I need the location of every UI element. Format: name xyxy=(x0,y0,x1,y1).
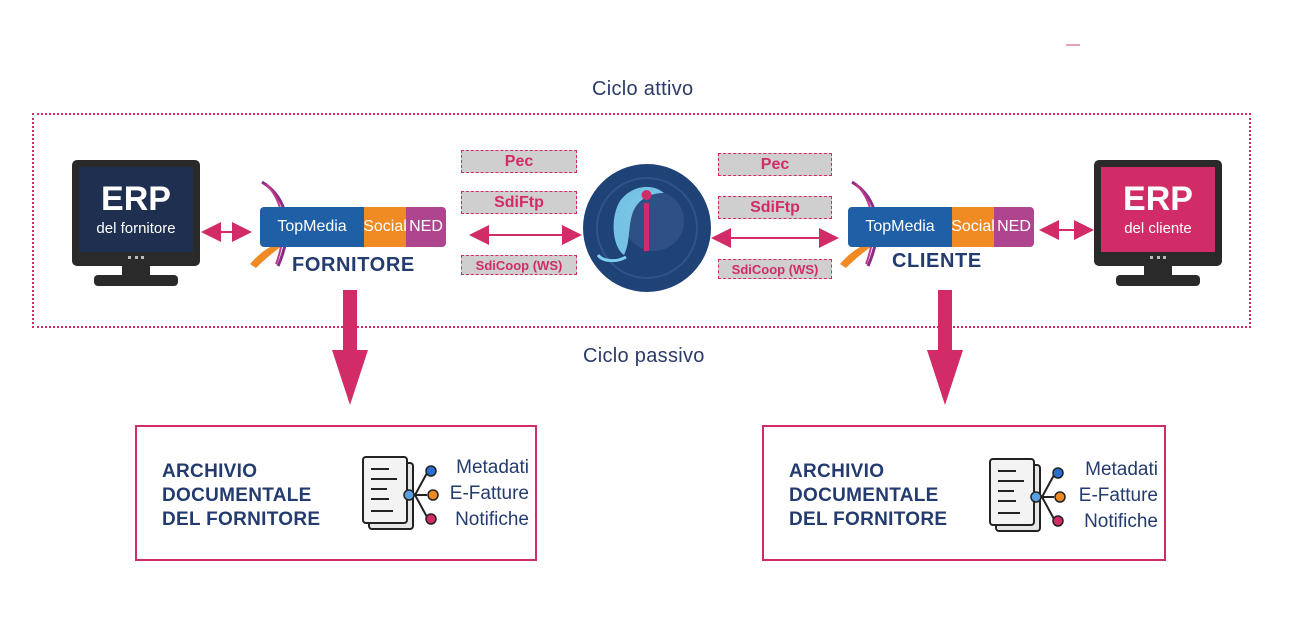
document-network-icon xyxy=(362,456,439,530)
monitor-dots xyxy=(128,256,144,263)
archive-title-line3: DEL FORNITORE xyxy=(162,509,321,530)
archive-item-efatture: E-Fatture xyxy=(1078,485,1158,506)
document-network-icon xyxy=(989,458,1066,532)
brand-social: Social xyxy=(951,207,995,247)
brand-bar: TopMedia Social NED xyxy=(260,207,446,247)
archive-title-line1: ARCHIVIO xyxy=(162,461,258,482)
protocol-right-pec: Pec xyxy=(718,153,832,176)
protocol-right-sdicoop: SdiCoop (WS) xyxy=(718,259,832,279)
active-cycle-frame xyxy=(32,113,1251,328)
archive-title-line1: ARCHIVIO xyxy=(789,461,885,482)
down-arrow-right-shaft xyxy=(938,290,952,352)
client-erp-monitor: ERP del cliente xyxy=(1094,160,1222,288)
archive-item-metadati: Metadati xyxy=(1085,459,1158,480)
archive-item-metadati: Metadati xyxy=(456,457,529,478)
brand-ned: NED xyxy=(406,207,446,247)
brand-social: Social xyxy=(363,207,407,247)
archive-title: ARCHIVIO DOCUMENTALE DEL FORNITORE xyxy=(789,460,947,532)
client-erp-screen: ERP del cliente xyxy=(1101,167,1215,252)
brand-topmedia: TopMedia xyxy=(260,207,364,247)
monitor-base xyxy=(94,275,178,286)
supplier-erp-subtitle: del fornitore xyxy=(96,220,176,237)
label-ciclo-attivo: Ciclo attivo xyxy=(592,78,694,100)
protocol-right-sdiftp: SdiFtp xyxy=(718,196,832,219)
archive-title-line2: DOCUMENTALE xyxy=(789,485,939,506)
brand-ned: NED xyxy=(994,207,1034,247)
archive-box-left: ARCHIVIO DOCUMENTALE DEL FORNITORE Metad… xyxy=(135,425,537,561)
down-arrow-left-shaft xyxy=(343,290,357,352)
monitor-dots xyxy=(1150,256,1166,263)
archive-items: Metadati E-Fatture Notifiche xyxy=(450,455,529,533)
archive-items: Metadati E-Fatture Notifiche xyxy=(1079,457,1158,535)
archive-item-notifiche: Notifiche xyxy=(1084,511,1158,532)
decorative-mark xyxy=(1066,44,1080,46)
archive-title-line2: DOCUMENTALE xyxy=(162,485,312,506)
protocol-left-sdiftp: SdiFtp xyxy=(461,191,577,214)
archive-title: ARCHIVIO DOCUMENTALE DEL FORNITORE xyxy=(162,460,320,532)
archive-box-right: ARCHIVIO DOCUMENTALE DEL FORNITORE Metad… xyxy=(762,425,1166,561)
supplier-topmedia-logo: TopMedia Social NED FORNITORE xyxy=(248,180,448,276)
down-arrow-right-head xyxy=(927,350,963,405)
monitor-neck xyxy=(1144,266,1172,276)
archive-item-notifiche: Notifiche xyxy=(455,509,529,530)
archive-title-line3: DEL FORNITORE xyxy=(789,509,948,530)
monitor-neck xyxy=(122,266,150,276)
supplier-erp-monitor: ERP del fornitore xyxy=(72,160,200,288)
client-party-label: CLIENTE xyxy=(892,250,982,272)
client-topmedia-logo: TopMedia Social NED CLIENTE xyxy=(838,180,1038,272)
sdi-emblem-icon xyxy=(583,164,711,292)
supplier-erp-title: ERP xyxy=(101,180,171,218)
supplier-erp-screen: ERP del fornitore xyxy=(79,167,193,252)
brand-bar: TopMedia Social NED xyxy=(848,207,1034,247)
down-arrow-left-head xyxy=(332,350,368,405)
protocol-left-sdicoop: SdiCoop (WS) xyxy=(461,255,577,275)
monitor-base xyxy=(1116,275,1200,286)
client-erp-subtitle: del cliente xyxy=(1124,220,1192,237)
protocol-left-pec: Pec xyxy=(461,150,577,173)
archive-item-efatture: E-Fatture xyxy=(449,483,529,504)
label-ciclo-passivo: Ciclo passivo xyxy=(583,345,705,367)
client-erp-title: ERP xyxy=(1123,180,1193,218)
brand-topmedia: TopMedia xyxy=(848,207,952,247)
supplier-party-label: FORNITORE xyxy=(292,254,415,276)
